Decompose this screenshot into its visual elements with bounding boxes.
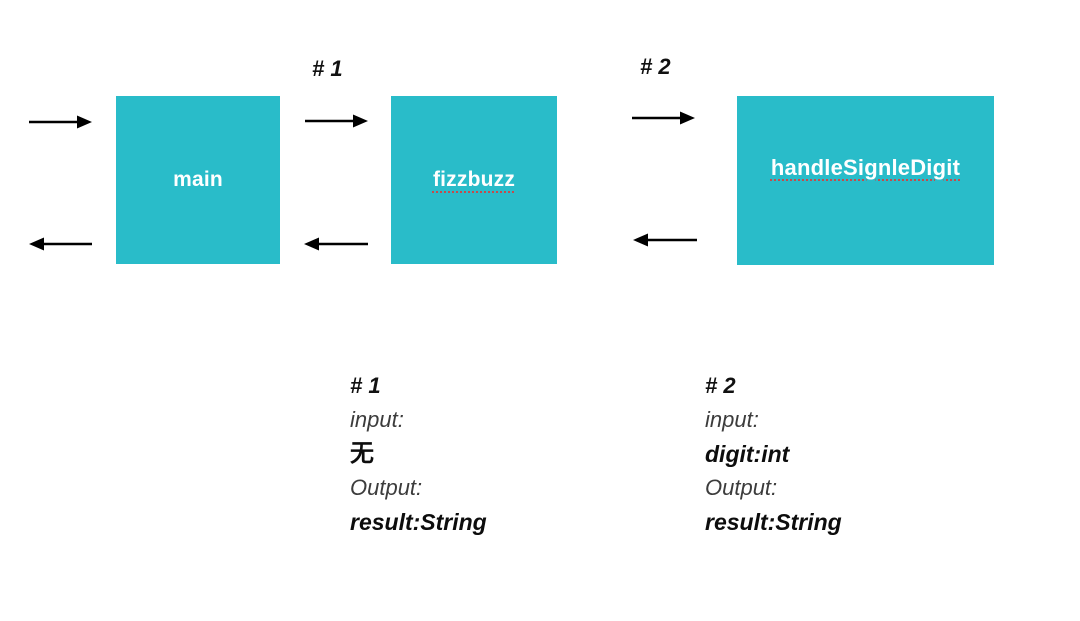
annotation-1-output-label: Output: <box>350 475 423 500</box>
annotation-1-input-value: 无 <box>350 440 374 467</box>
node-main: main <box>116 96 280 264</box>
annotation-2-input-value: digit:int <box>705 441 790 467</box>
annotation-call-2: # 2 input: digit:int Output: result:Stri… <box>705 369 965 539</box>
node-main-label: main <box>173 168 223 191</box>
annotation-2-title: # 2 <box>705 373 736 398</box>
annotation-2-output-label: Output: <box>705 475 778 500</box>
node-fizzbuzz-label: fizzbuzz <box>432 168 516 191</box>
arrow-right-icon <box>305 114 368 128</box>
call-marker-2: # 2 <box>640 54 671 79</box>
annotation-call-1: # 1 input: 无 Output: result:String <box>350 369 610 539</box>
node-handle-single-digit: handleSignleDigit <box>737 96 994 265</box>
call-marker-1: # 1 <box>312 56 343 81</box>
arrow-right-icon <box>29 115 92 129</box>
arrow-right-icon <box>632 111 695 125</box>
annotation-2-input-label: input: <box>705 407 759 432</box>
arrow-left-icon <box>29 237 92 251</box>
arrow-left-icon <box>304 237 368 251</box>
node-handle-single-digit-label: handleSignleDigit <box>770 154 961 180</box>
annotation-1-title: # 1 <box>350 373 381 398</box>
node-fizzbuzz: fizzbuzz <box>391 96 557 264</box>
annotation-2-output-value: result:String <box>705 509 842 535</box>
annotation-1-input-label: input: <box>350 407 404 432</box>
arrow-left-icon <box>633 233 697 247</box>
annotation-1-output-value: result:String <box>350 509 487 535</box>
